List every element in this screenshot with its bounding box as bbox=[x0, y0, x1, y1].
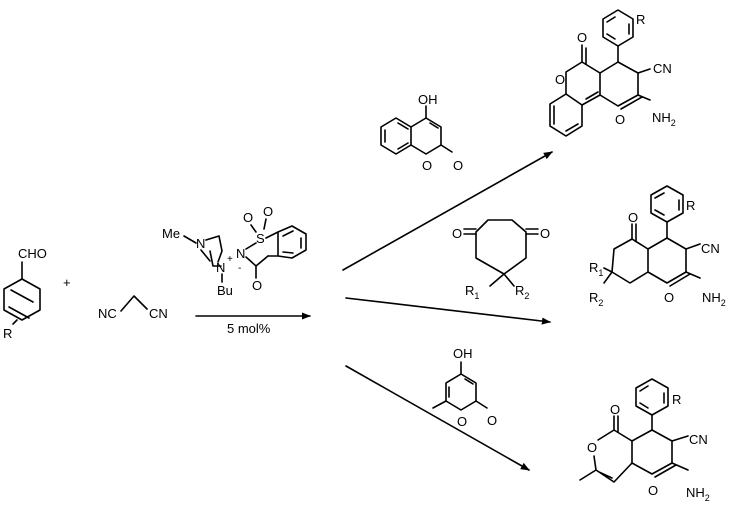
product-1-o-ring-1: O bbox=[615, 112, 625, 127]
product-2-cn-label: CN bbox=[701, 241, 720, 256]
product-3-r-label: R bbox=[672, 392, 681, 407]
reagent-1-oh-label: OH bbox=[418, 92, 438, 107]
product-1-r-label: R bbox=[636, 12, 645, 27]
reagent-2-o-right: O bbox=[540, 226, 550, 241]
reagent-2-o-left: O bbox=[452, 226, 462, 241]
aldehyde-structure: CHO R bbox=[3, 246, 47, 341]
reagent-1-o-ring: O bbox=[422, 158, 432, 173]
reagent-3-o-ring: O bbox=[457, 414, 467, 429]
catalyst-n-label: N bbox=[196, 236, 205, 251]
reagent-3-o-exo: O bbox=[487, 413, 497, 428]
catalyst-minus-sign: - bbox=[238, 263, 241, 274]
catalyst-o-bottom: O bbox=[252, 278, 262, 293]
product-3-nh-label: NH2 bbox=[686, 485, 710, 503]
product-2-o-top: O bbox=[628, 210, 638, 225]
reagent-2-r2-label: R2 bbox=[515, 283, 529, 301]
product-1-structure: R CN NH2 O O O bbox=[549, 9, 676, 137]
product-3-o-top: O bbox=[610, 402, 620, 417]
product-3-structure: R CN NH2 O O O bbox=[579, 378, 710, 503]
arrow-to-product-3 bbox=[345, 365, 530, 471]
catalyst-s-label: S bbox=[256, 231, 265, 246]
arrow-to-product-1 bbox=[342, 151, 553, 271]
product-3-o-ring-2: O bbox=[587, 440, 597, 455]
product-2-r2-label: R2 bbox=[589, 290, 603, 308]
catalyst-plus-sign: + bbox=[227, 254, 233, 265]
catalyst-bu-label: Bu bbox=[217, 283, 233, 298]
product-1-nh-label: NH2 bbox=[652, 110, 676, 128]
reagent-1-o-exo: O bbox=[453, 158, 463, 173]
product-2-o-ring: O bbox=[664, 290, 674, 305]
malononitrile-structure: NC CN bbox=[98, 295, 168, 321]
reagent-2-r1-label: R1 bbox=[465, 283, 479, 301]
catalyst-o-top-right: O bbox=[263, 204, 273, 219]
product-3-o-ring-1: O bbox=[648, 483, 658, 498]
product-2-r1-label: R1 bbox=[589, 260, 603, 278]
reagent-3-structure: OH O O bbox=[432, 346, 497, 429]
product-2-structure: R CN NH2 O O R1 R2 bbox=[589, 185, 726, 308]
reagent-2-structure: O O R1 R2 bbox=[452, 219, 550, 301]
product-3-cn-label: CN bbox=[689, 432, 708, 447]
product-1-cn-label: CN bbox=[653, 61, 672, 76]
product-2-r-label: R bbox=[686, 198, 695, 213]
product-1-o-ring-2: O bbox=[555, 72, 565, 87]
product-2-nh-label: NH2 bbox=[702, 290, 726, 308]
reagent-3-oh-label: OH bbox=[453, 346, 473, 361]
aldehyde-r-label: R bbox=[3, 326, 12, 341]
product-1-o-top: O bbox=[577, 30, 587, 45]
catalyst-structure: Me N N + Bu O O S N - O 5 mol% bbox=[162, 204, 307, 336]
malononitrile-cn-label: CN bbox=[149, 306, 168, 321]
reagent-1-structure: OH O O bbox=[380, 92, 463, 173]
catalyst-o-top-left: O bbox=[243, 210, 253, 225]
catalyst-n-plus-label: N bbox=[216, 260, 225, 275]
malononitrile-nc-label: NC bbox=[98, 306, 117, 321]
catalyst-me-label: Me bbox=[162, 226, 180, 241]
catalyst-n-minus-label: N bbox=[236, 246, 245, 261]
aldehyde-cho-label: CHO bbox=[18, 246, 47, 261]
arrow-to-product-2 bbox=[345, 297, 551, 325]
plus-sign: + bbox=[63, 275, 71, 290]
catalyst-loading: 5 mol% bbox=[227, 321, 271, 336]
